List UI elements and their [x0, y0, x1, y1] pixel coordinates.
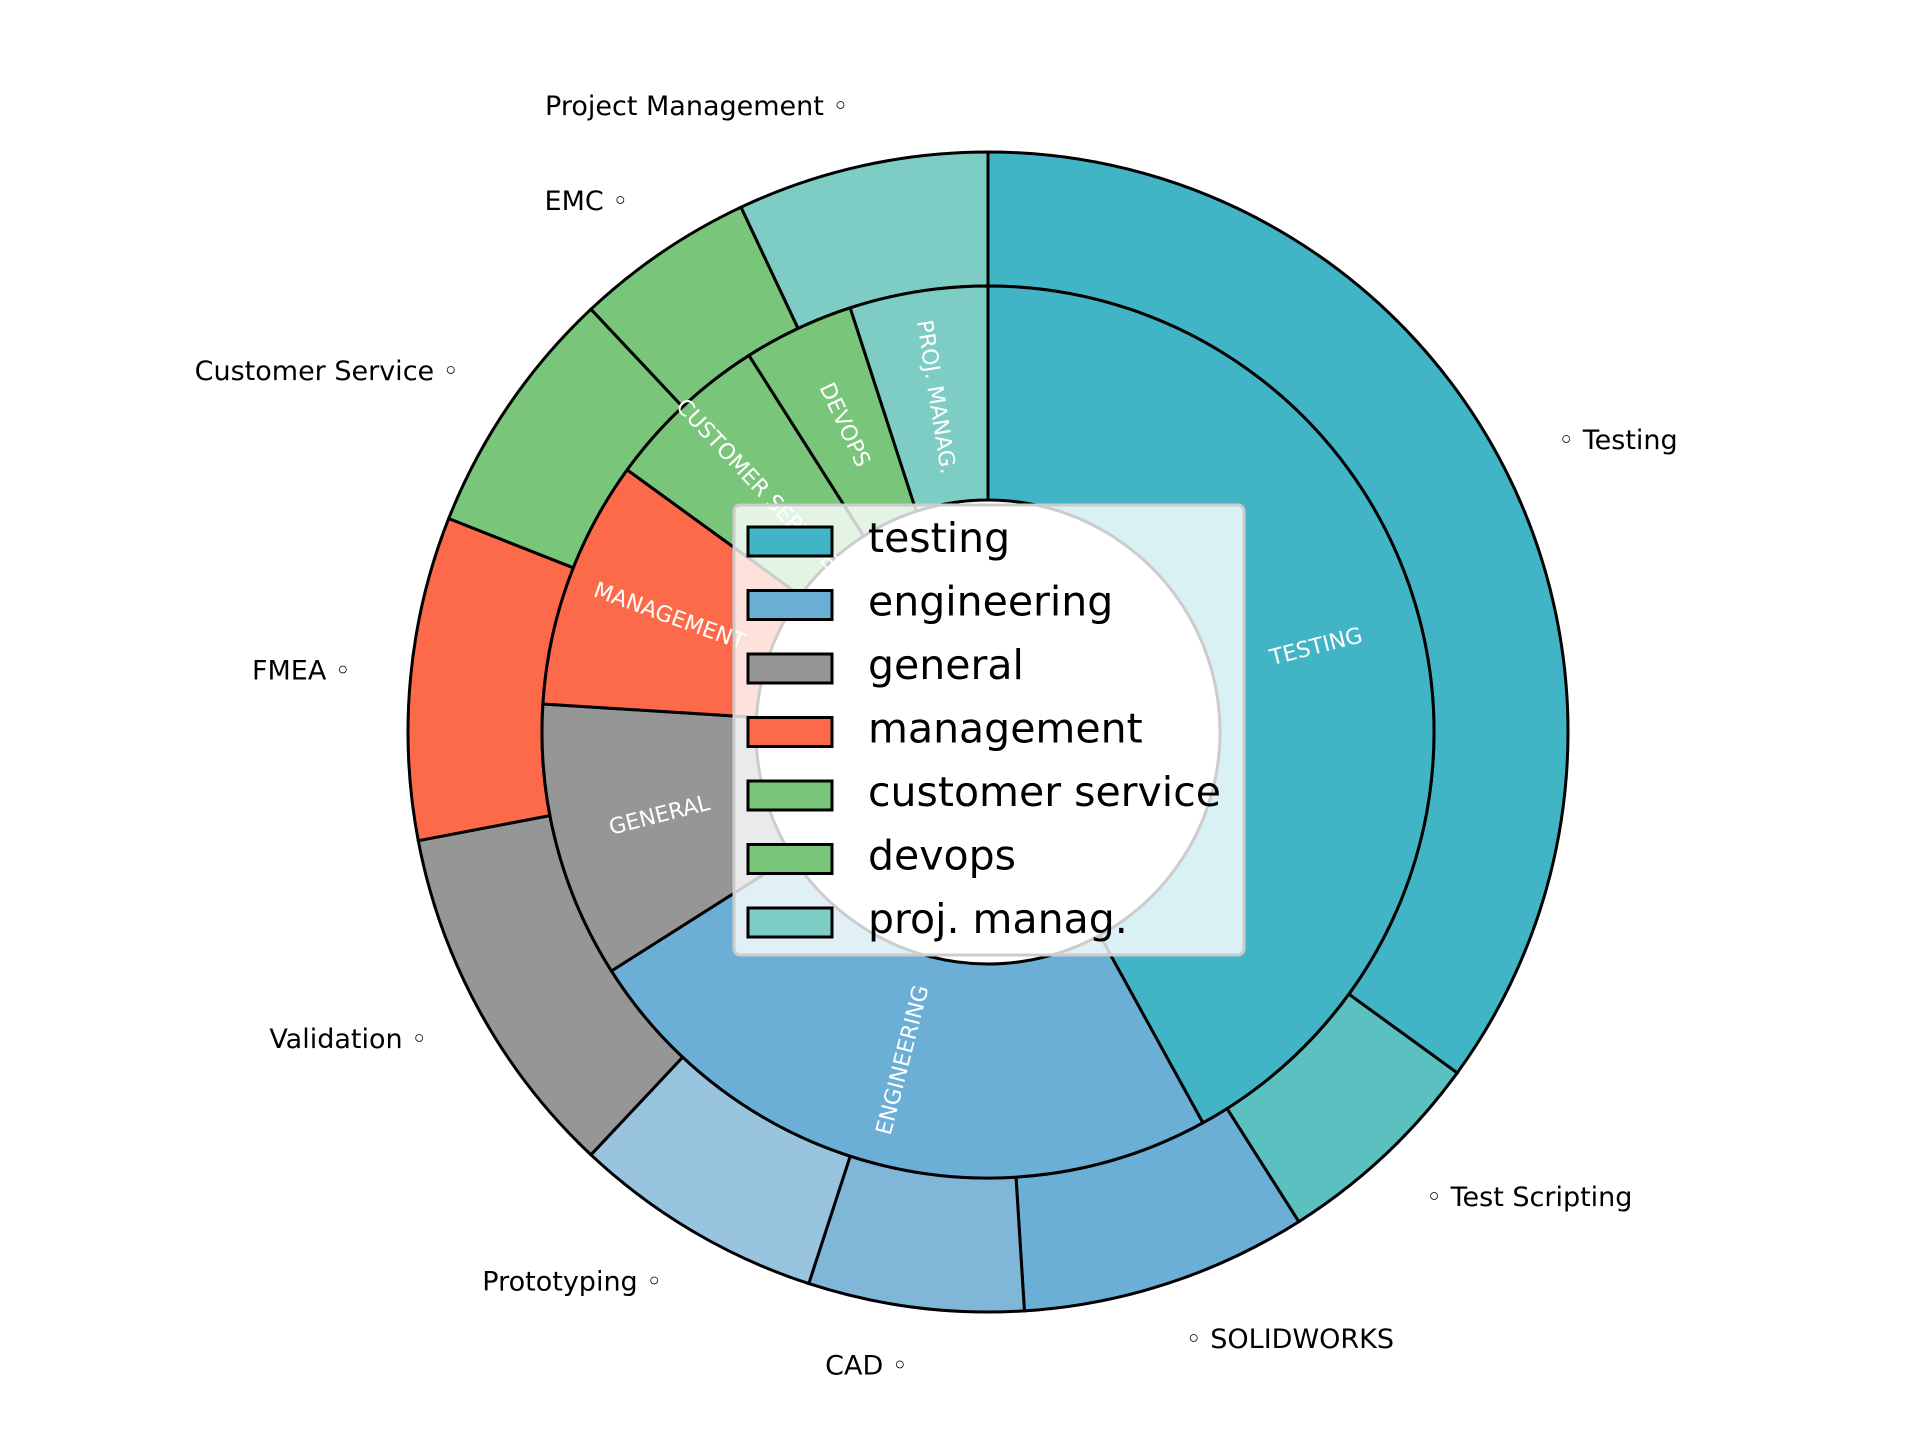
legend-swatch-testing	[746, 525, 834, 558]
outer-labels: ◦ Testing ◦ Test Scripting ◦ SOLIDWORKS CAD…	[195, 91, 1678, 1382]
outer-label-cad: CAD ◦	[825, 1350, 908, 1381]
outer-label-project-management: Project Management ◦	[545, 91, 848, 122]
legend-swatch-general	[746, 652, 834, 685]
legend-label-proj-manag: proj. manag.	[868, 895, 1128, 943]
legend-box	[732, 503, 1246, 957]
legend-swatch-customer-service	[746, 779, 834, 812]
outer-label-test-scripting: ◦ Test Scripting	[1426, 1182, 1632, 1213]
legend-label-management: management	[868, 705, 1143, 753]
outer-label-emc: EMC ◦	[545, 186, 629, 217]
legend: testing engineering general management custo…	[732, 503, 1246, 957]
legend-label-general: general	[868, 641, 1024, 689]
outer-label-testing: ◦ Testing	[1558, 425, 1677, 456]
legend-label-testing: testing	[868, 514, 1010, 562]
legend-swatch-engineering	[746, 589, 834, 621]
outer-ring	[406, 150, 1570, 1314]
outer-label-solidworks: ◦ SOLIDWORKS	[1186, 1324, 1394, 1355]
legend-label-devops: devops	[868, 832, 1016, 880]
outer-label-fmea: FMEA ◦	[252, 655, 351, 686]
legend-label-engineering: engineering	[868, 578, 1113, 626]
legend-swatch-management	[746, 716, 834, 748]
outer-label-validation: Validation ◦	[269, 1024, 427, 1055]
outer-label-prototyping: Prototyping ◦	[482, 1266, 662, 1297]
legend-swatch-proj-manag	[746, 906, 834, 939]
legend-swatch-devops	[746, 843, 834, 875]
legend-label-customer-service: customer service	[868, 768, 1221, 816]
outer-label-customer-service: Customer Service ◦	[195, 356, 459, 387]
